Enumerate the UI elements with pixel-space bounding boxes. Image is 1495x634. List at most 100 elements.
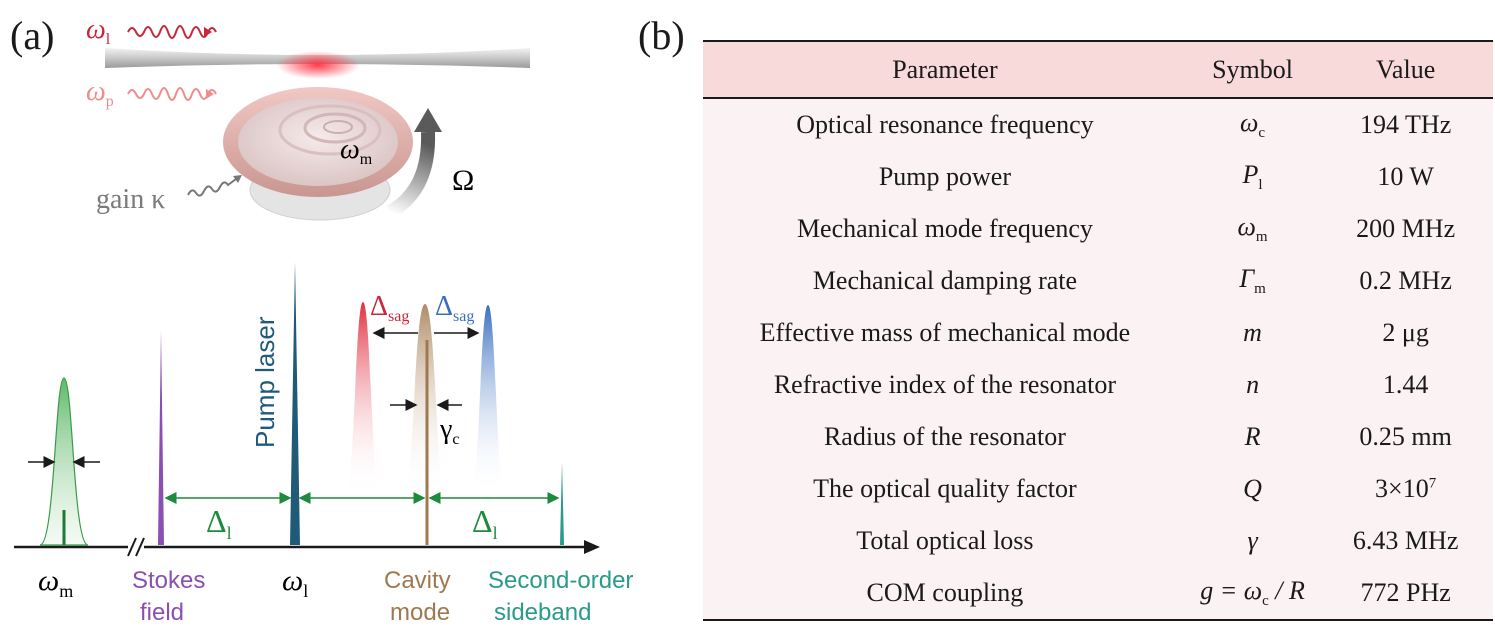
- blue-sideband-peak: [470, 305, 506, 495]
- value-text: 194 THz: [1360, 110, 1452, 139]
- symbol-subscript: c: [1262, 593, 1269, 610]
- omega-p-label: ωp: [86, 76, 114, 110]
- symbol-cell: m: [1187, 307, 1318, 359]
- table-row: Radius of the resonator R 0.25 mm: [703, 411, 1493, 463]
- value-cell: 2 μg: [1318, 307, 1493, 359]
- second-order-label-line2: sideband: [494, 599, 591, 626]
- pump-wave: [127, 25, 217, 39]
- symbol-cell: Q: [1187, 463, 1318, 515]
- header-value: Value: [1318, 40, 1493, 99]
- symbol-subscript: m: [1254, 281, 1266, 298]
- mechanical-peak: [39, 377, 89, 546]
- value-cell: 0.2 MHz: [1318, 255, 1493, 307]
- panel-a-label: (a): [10, 13, 55, 58]
- value-cell: 0.25 mm: [1318, 411, 1493, 463]
- gain-squiggle: [187, 178, 237, 197]
- parameter-cell: Optical resonance frequency: [796, 110, 1094, 139]
- table-header-row: Parameter Symbol Value: [703, 40, 1493, 99]
- parameter-table: Parameter Symbol Value Optical resonance…: [703, 40, 1493, 621]
- symbol-cell: Pl: [1187, 151, 1318, 203]
- cavity-mode-peak: [404, 304, 446, 495]
- symbol-cell: n: [1187, 359, 1318, 411]
- table-row: The optical quality factor Q 3×107: [703, 463, 1493, 515]
- stokes-peak: [158, 330, 164, 545]
- stokes-label-line2: field: [140, 599, 184, 626]
- symbol-main: n: [1246, 370, 1260, 399]
- symbol-main: g = ω: [1200, 575, 1263, 605]
- red-sideband-peak: [345, 302, 381, 495]
- gain-label: gain κ: [96, 184, 165, 215]
- parameter-cell: Effective mass of mechanical mode: [759, 318, 1131, 347]
- value-cell: 1.44: [1318, 359, 1493, 411]
- parameter-cell: The optical quality factor: [813, 474, 1077, 503]
- pump-peak: [290, 262, 300, 545]
- value-text: 2 μg: [1382, 318, 1429, 347]
- header-parameter: Parameter: [703, 40, 1187, 99]
- symbol-cell: Γm: [1187, 255, 1318, 307]
- delta-sag-left-label: Δsag: [370, 291, 409, 325]
- delta-l-left-label: Δl: [206, 503, 232, 543]
- symbol-cell: g = ωc / R: [1186, 567, 1319, 621]
- symbol-tail: / R: [1268, 575, 1305, 605]
- value-text: 6.43 MHz: [1352, 526, 1459, 555]
- symbol-subscript: c: [1258, 125, 1266, 142]
- symbol-cell: R: [1187, 411, 1318, 463]
- symbol-main: ω: [1237, 211, 1256, 241]
- gamma-c-label: γc: [439, 414, 459, 448]
- value-text: 1.44: [1382, 370, 1429, 399]
- symbol-subscript: l: [1258, 177, 1263, 194]
- value-superscript: 7: [1428, 475, 1437, 492]
- stokes-label-line1: Stokes: [132, 567, 205, 594]
- value-text: 200 MHz: [1356, 214, 1456, 243]
- value-text: 0.2 MHz: [1359, 266, 1452, 295]
- value-cell: 3×107: [1318, 463, 1493, 515]
- value-cell: 194 THz: [1318, 98, 1493, 151]
- header-symbol: Symbol: [1186, 40, 1319, 99]
- delta-sag-right-label: Δsag: [435, 291, 474, 325]
- pump-laser-label: Pump laser: [250, 316, 280, 448]
- omega-l-label: ωl: [86, 14, 111, 48]
- value-text: 772 PHz: [1360, 578, 1451, 607]
- symbol-main: R: [1244, 422, 1261, 451]
- cavity-label-line2: mode: [390, 599, 450, 626]
- parameter-cell: Mechanical damping rate: [812, 266, 1078, 295]
- parameter-cell: Total optical loss: [856, 526, 1034, 555]
- value-text: 3×10: [1375, 474, 1429, 503]
- table-row: Optical resonance frequency ωc 194 THz: [703, 98, 1493, 151]
- rotation-omega-label: Ω: [452, 164, 474, 197]
- symbol-main: Q: [1243, 474, 1262, 503]
- value-text: 10 W: [1377, 162, 1434, 191]
- parameter-cell: COM coupling: [703, 567, 1187, 621]
- parameter-cell: Mechanical mode frequency: [796, 214, 1093, 243]
- cavity-label-line1: Cavity: [384, 567, 451, 594]
- probe-wave: [127, 87, 217, 101]
- symbol-main: γ: [1247, 526, 1258, 555]
- delta-l-right-label: Δl: [472, 503, 498, 543]
- symbol-cell: ωm: [1187, 203, 1318, 255]
- symbol-main: ω: [1240, 107, 1259, 137]
- symbol-subscript: m: [1255, 229, 1268, 246]
- value-cell: 10 W: [1318, 151, 1493, 203]
- table-row: Total optical loss γ 6.43 MHz: [703, 515, 1493, 567]
- table-row: Mechanical mode frequency ωm 200 MHz: [703, 203, 1493, 255]
- parameter-cell: Radius of the resonator: [823, 422, 1066, 451]
- second-order-peak: [560, 462, 564, 545]
- symbol-main: m: [1243, 318, 1262, 347]
- value-text: 0.25 mm: [1359, 422, 1452, 451]
- schematic-diagram: ωl ωp ωm gain κ Ω Δsag Δsag γc Pump lase…: [14, 14, 633, 626]
- parameter-cell: Refractive index of the resonator: [773, 370, 1117, 399]
- rotation-arrow: [386, 131, 436, 219]
- table-row: Refractive index of the resonator n 1.44: [703, 359, 1493, 411]
- value-cell: 200 MHz: [1318, 203, 1493, 255]
- table-row: Effective mass of mechanical mode m 2 μg: [703, 307, 1493, 359]
- axis-omega-l-label: ωl: [282, 564, 308, 601]
- symbol-main: P: [1242, 159, 1259, 189]
- value-cell: 772 PHz: [1318, 567, 1493, 621]
- symbol-main: Γ: [1239, 263, 1255, 293]
- panel-b-label: (b): [638, 13, 685, 58]
- optical-hotspot: [276, 51, 360, 79]
- symbol-cell: ωc: [1187, 98, 1318, 151]
